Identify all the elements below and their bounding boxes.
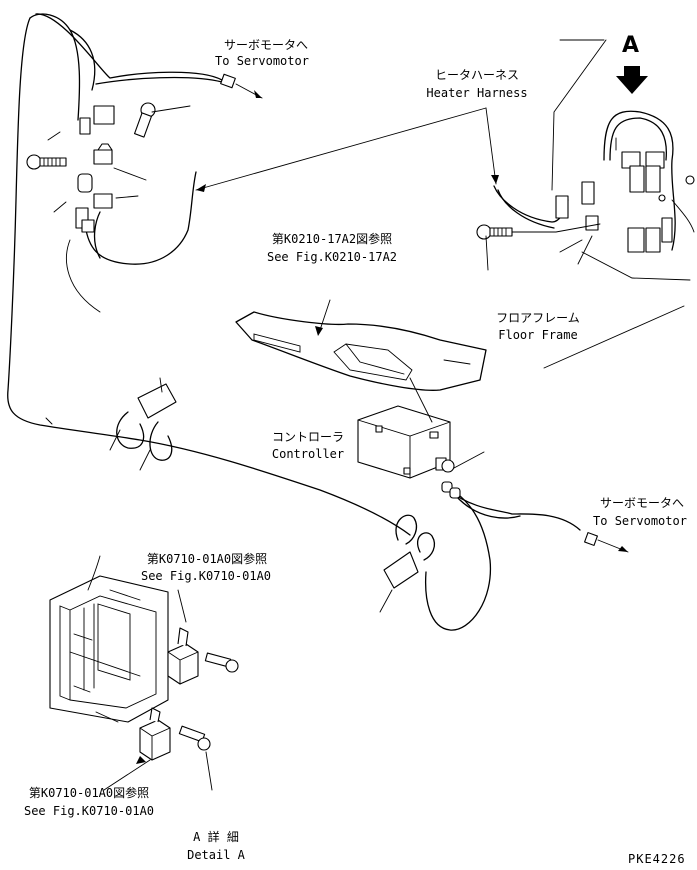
- clamp-upper: [109, 377, 177, 471]
- fig-k0710-bot-label-en: See Fig.K0710-01A0: [23, 804, 155, 818]
- floor-frame-label-en: Floor Frame: [498, 328, 578, 342]
- servo-right-label-jp: サーボモータへ: [599, 496, 684, 510]
- relay-lower: [139, 707, 171, 761]
- detail-marker-a: A: [622, 33, 640, 58]
- servo-right-label-en: To Servomotor: [593, 514, 687, 528]
- floor-frame: [235, 311, 487, 391]
- fig-k0710-bot-label-jp: 第K0710-01A0図参照: [28, 786, 150, 800]
- controller-unit: [357, 405, 451, 479]
- relay-upper: [167, 627, 199, 685]
- fig-k0210-label-en: See Fig.K0210-17A2: [266, 250, 398, 264]
- controller-label-jp: コントローラ: [271, 430, 344, 444]
- fig-k0210-label-jp: 第K0210-17A2図参照: [271, 232, 393, 246]
- drawing-code: PKE4226: [628, 852, 686, 866]
- bolt-right: [476, 224, 513, 240]
- bolt-top: [133, 102, 156, 138]
- bolt-left: [26, 154, 67, 170]
- heater-harness-label-en: Heater Harness: [426, 86, 528, 100]
- servo-connector-top: [220, 73, 236, 89]
- detail-a-caption-en: Detail A: [187, 848, 245, 862]
- clamp-lower: [379, 514, 436, 613]
- arrow-down-icon: [616, 66, 648, 94]
- fig-k0710-mid-label-en: See Fig.K0710-01A0: [140, 569, 272, 583]
- servo-harness-right: [424, 483, 492, 631]
- controller-label-en: Controller: [271, 447, 345, 461]
- bracket-assembly: [49, 555, 169, 723]
- main-harness: [7, 17, 411, 536]
- detail-a-caption-jp: A 詳 細: [193, 830, 239, 844]
- floor-frame-label-jp: フロアフレーム: [496, 311, 580, 325]
- bolt-lower: [178, 725, 211, 751]
- clamp-part: [93, 149, 113, 165]
- servo-top-label-en: To Servomotor: [215, 54, 309, 68]
- fig-k0710-mid-label-jp: 第K0710-01A0図参照: [146, 552, 268, 566]
- bolt-mid: [204, 652, 239, 673]
- heater-harness-label-jp: ヒータハーネス: [434, 68, 519, 82]
- servo-top-label-jp: サーボモータへ: [223, 38, 308, 52]
